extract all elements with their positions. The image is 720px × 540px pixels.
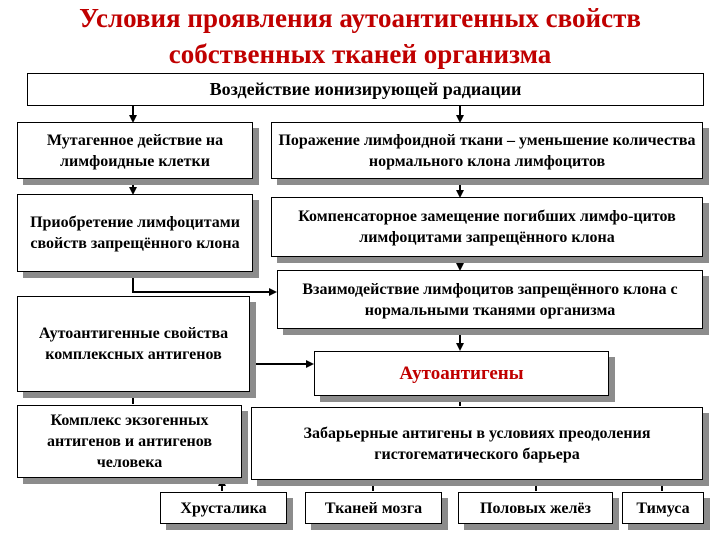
- radiation-box: Воздействие ионизирующей радиации: [27, 73, 704, 106]
- exo-complex-label: Комплекс экзогенных антигенов и антигено…: [46, 412, 213, 471]
- acquisition-box: Приобретение лимфоцитами свойств запрещё…: [17, 194, 253, 272]
- title-line-1: Условия проявления аутоантигенных свойст…: [79, 3, 641, 33]
- title-line-2: собственных тканей организма: [168, 39, 552, 69]
- barrier-box: Забарьерные антигены в условиях преодоле…: [251, 407, 703, 480]
- compensatory-box: Компенсаторное замещение погибших лимфо-…: [271, 197, 703, 257]
- mutagenic-label: Мутагенное действие на лимфоидные клетки: [46, 131, 224, 170]
- gonads-box: Половых желёз: [458, 492, 613, 524]
- page-title: Условия проявления аутоантигенных свойст…: [0, 0, 720, 72]
- autoantigens-box: Аутоантигены: [314, 351, 609, 396]
- complex-props-box: Аутоантигенные свойства комплексных анти…: [17, 296, 250, 392]
- autoantigens-label: Аутоантигены: [399, 363, 524, 384]
- thymus-box: Тимуса: [622, 492, 704, 524]
- exo-complex-box: Комплекс экзогенных антигенов и антигено…: [17, 405, 242, 478]
- arrow-acquisition-to-interaction: [132, 272, 277, 296]
- gonads-label: Половых желёз: [480, 499, 591, 517]
- acquisition-label: Приобретение лимфоцитами свойств запрещё…: [30, 214, 240, 252]
- interaction-label: Взаимодействие лимфоцитов запрещённого к…: [302, 280, 678, 319]
- lens-label: Хрусталика: [180, 499, 267, 517]
- lens-box: Хрусталика: [160, 492, 287, 524]
- lymph-damage-box: Поражение лимфоидной ткани – уменьшение …: [271, 122, 703, 179]
- interaction-box: Взаимодействие лимфоцитов запрещённого к…: [277, 270, 703, 329]
- brain-label: Тканей мозга: [324, 499, 423, 517]
- complex-props-label: Аутоантигенные свойства комплексных анти…: [38, 325, 229, 363]
- mutagenic-box: Мутагенное действие на лимфоидные клетки: [17, 122, 253, 179]
- brain-box: Тканей мозга: [305, 492, 442, 524]
- radiation-label: Воздействие ионизирующей радиации: [209, 79, 522, 99]
- barrier-label: Забарьерные антигены в условиях преодоле…: [303, 424, 651, 463]
- thymus-label: Тимуса: [636, 499, 690, 517]
- lymph-damage-label: Поражение лимфоидной ткани – уменьшение …: [278, 131, 696, 170]
- compensatory-label: Компенсаторное замещение погибших лимфо-…: [298, 208, 676, 246]
